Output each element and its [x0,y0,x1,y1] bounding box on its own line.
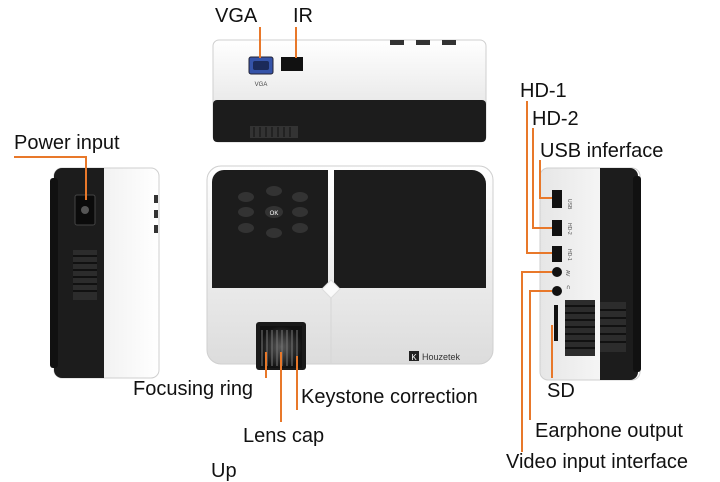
right-ports [552,190,562,341]
label-video-input: Video input interface [506,451,688,473]
callout-hd1 [526,101,552,254]
vga-port-label: VGA [255,82,268,88]
usb-port-label: USB [566,199,572,210]
label-up-partial: Up [211,460,237,482]
brand-logo-icon [409,351,419,361]
label-ir: IR [293,5,313,27]
usb-port [552,190,562,208]
hd1-port-label: HD-1 [566,249,572,261]
left-vent [73,250,97,300]
label-focusing-ring: Focusing ring [133,378,254,400]
label-usb: USB inferface [540,140,664,162]
callout-usb [539,160,552,199]
ir-receiver [281,57,303,71]
earphone-port [552,286,562,296]
callout-hd2 [532,128,552,229]
callout-video [521,271,552,452]
right-side-view [539,167,641,381]
rear-view [212,39,487,143]
label-hd2: HD-2 [532,108,579,130]
projector-diagram: VGA OK K Houzetek USB HD-2 HD-1 AV ∩ [14,27,641,452]
right-vent [565,300,626,356]
vga-port [248,56,274,75]
label-keystone: Keystone correction [301,386,478,408]
av-port-label: AV [564,270,570,277]
rear-vent [250,126,298,138]
control-buttons [238,186,308,238]
hd1-port [552,246,562,262]
callout-earphone [529,290,552,420]
hd2-port-label: HD-2 [566,223,572,235]
top-view [206,165,494,370]
ok-button-label: OK [270,211,279,217]
label-hd1: HD-1 [520,80,567,102]
label-earphone: Earphone output [535,420,683,442]
sd-slot [554,305,558,341]
brand-mark: K [411,353,417,362]
brand-name: Houzetek [422,352,461,362]
earphone-port-icon: ∩ [566,284,570,291]
av-port [552,267,562,277]
callout-power [14,156,87,200]
hd2-port [552,220,562,236]
left-side-view [50,167,160,379]
label-sd: SD [547,380,575,402]
label-vga: VGA [215,5,258,27]
label-lens-cap: Lens cap [243,425,325,447]
label-power-input: Power input [14,132,120,154]
callout-lines [14,27,553,452]
